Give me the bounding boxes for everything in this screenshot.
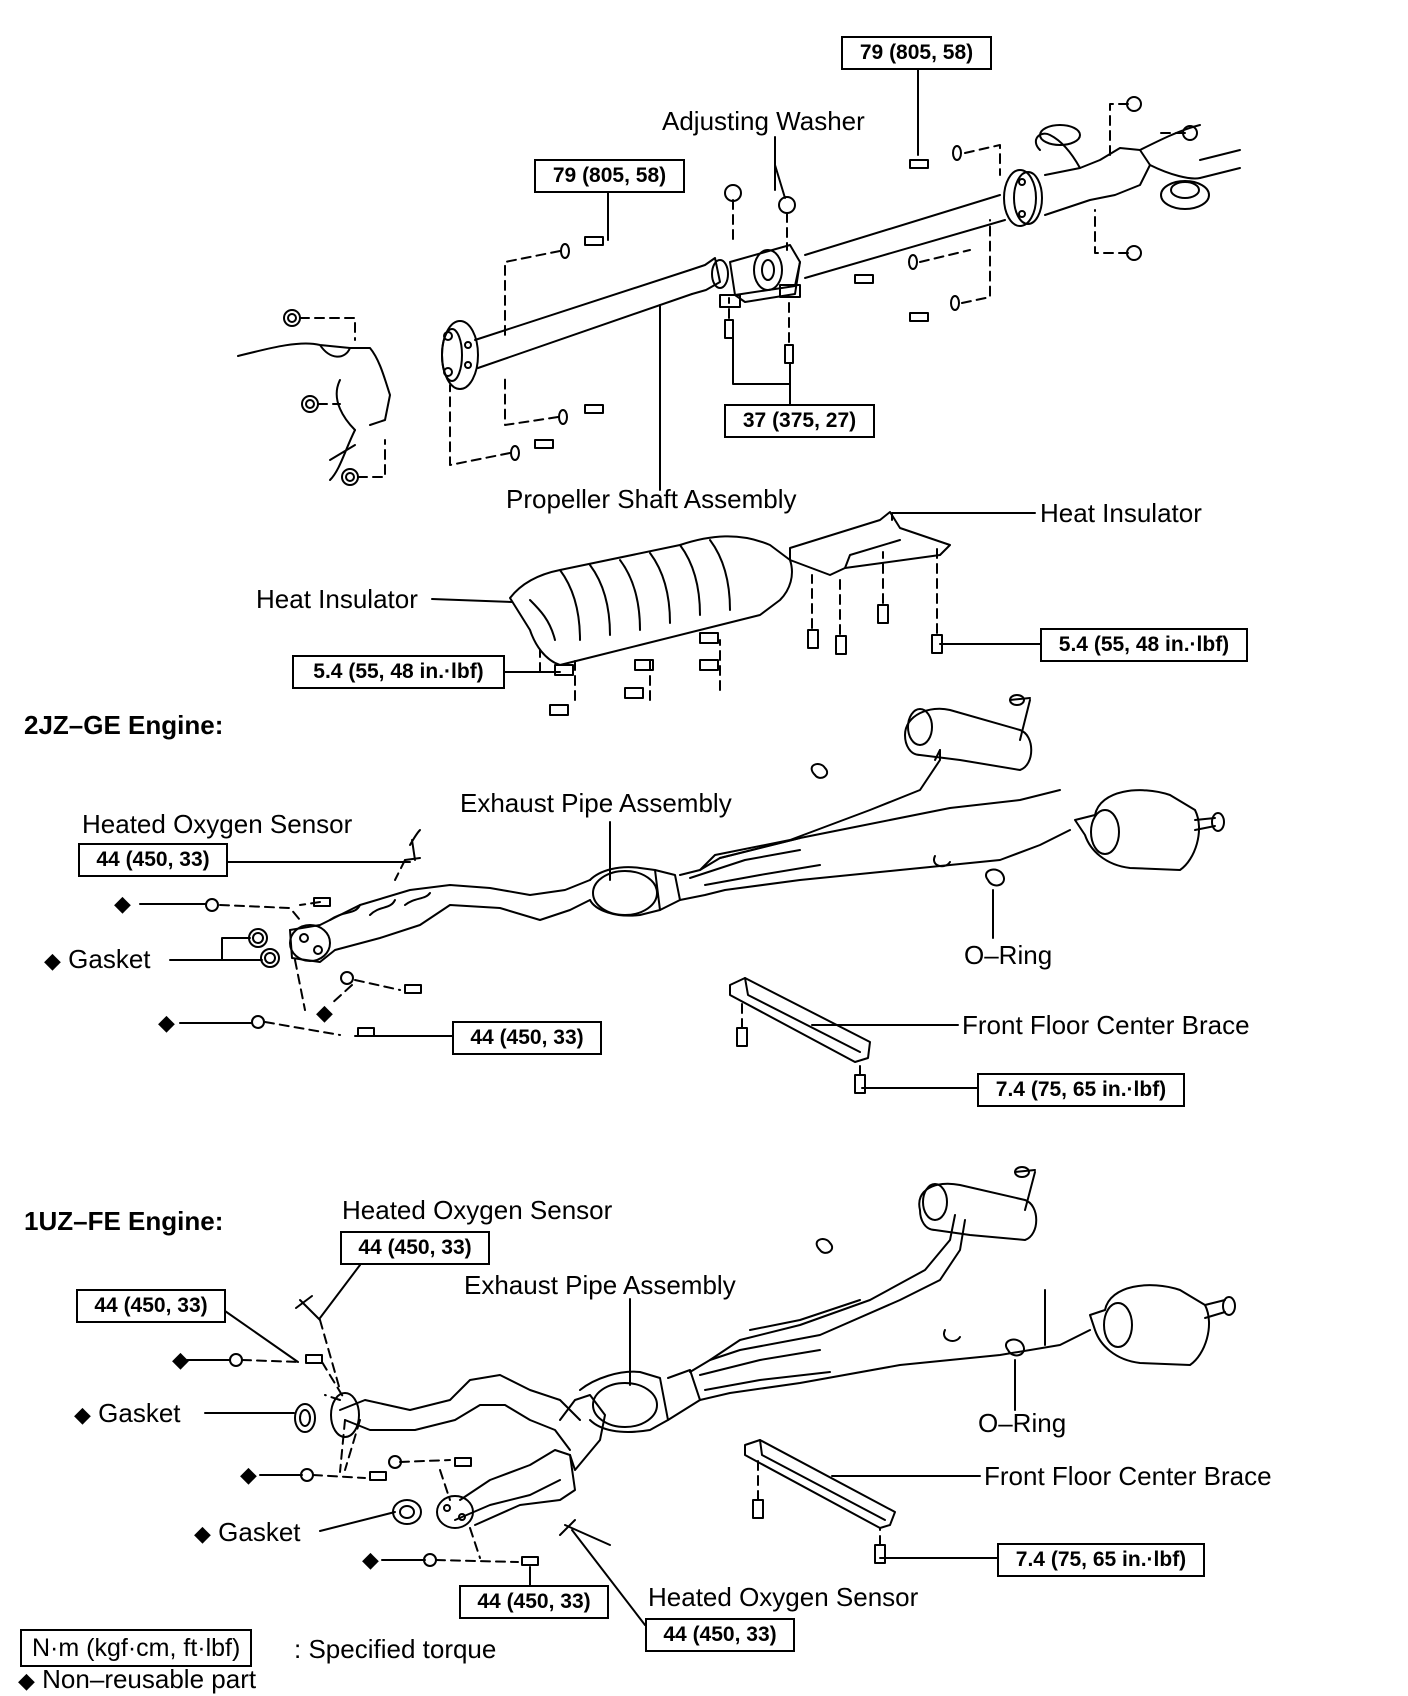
non-reusable-marker: ◆ — [18, 1668, 35, 1693]
header-1uz-fe: 1UZ–FE Engine: — [24, 1206, 224, 1236]
legend-torque-unit-box: N·m (kgf·cm, ft·lbf) — [20, 1629, 253, 1667]
propeller-shaft-drawing — [237, 124, 1241, 666]
label-heated-oxygen-sensor-2jz: Heated Oxygen Sensor — [82, 809, 353, 839]
exhaust-2jz-drawing — [205, 694, 1225, 1094]
legend-non-reusable: ◆ Non–reusable part — [18, 1664, 256, 1696]
leader-lines — [139, 68, 1041, 1626]
label-adjusting-washer: Adjusting Washer — [662, 106, 865, 136]
torque-box-flange-rear: 79 (805, 58) — [841, 36, 992, 70]
non-reusable-marker: ◆ — [362, 1547, 379, 1572]
gasket-text: Gasket — [68, 944, 151, 974]
label-front-floor-center-brace-2jz: Front Floor Center Brace — [962, 1010, 1250, 1040]
torque-box-sensor-2jz: 44 (450, 33) — [78, 843, 228, 877]
non-reusable-marker: ◆ — [172, 1347, 189, 1372]
label-heat-insulator-right: Heat Insulator — [1040, 498, 1202, 528]
dashed-lines-1uz — [241, 1319, 881, 1563]
non-reusable-marker: ◆ — [316, 1000, 333, 1025]
label-propeller-shaft: Propeller Shaft Assembly — [506, 484, 797, 514]
label-gasket-1uz-upper: ◆ Gasket — [74, 1398, 181, 1430]
label-o-ring-2jz: O–Ring — [964, 940, 1053, 970]
non-reusable-marker: ◆ — [158, 1010, 175, 1035]
torque-box-insulator-left: 5.4 (55, 48 in.·lbf) — [292, 655, 505, 689]
torque-box-center-bearing: 37 (375, 27) — [724, 404, 875, 438]
torque-box-flange-1uz-lower: 44 (450, 33) — [459, 1585, 609, 1619]
label-gasket-1uz-lower: ◆ Gasket — [194, 1517, 301, 1549]
legend-torque-description: : Specified torque — [294, 1634, 497, 1664]
exhaust-1uz-drawing — [229, 1166, 1236, 1567]
torque-box-brace-1uz: 7.4 (75, 65 in.·lbf) — [997, 1543, 1205, 1577]
gasket-text: Gasket — [218, 1517, 301, 1547]
non-reusable-marker: ◆ — [74, 1402, 91, 1427]
header-2jz-ge: 2JZ–GE Engine: — [24, 710, 224, 740]
label-heated-oxygen-sensor-1uz-top: Heated Oxygen Sensor — [342, 1195, 613, 1225]
label-gasket-2jz: ◆ Gasket — [44, 944, 151, 976]
torque-box-flange-2jz: 44 (450, 33) — [452, 1021, 602, 1055]
non-reusable-marker: ◆ — [240, 1462, 257, 1487]
label-heat-insulator-left: Heat Insulator — [256, 584, 418, 614]
label-heated-oxygen-sensor-1uz-bottom: Heated Oxygen Sensor — [648, 1582, 919, 1612]
torque-box-sensor-1uz-top: 44 (450, 33) — [340, 1231, 490, 1265]
non-reusable-text: Non–reusable part — [42, 1664, 257, 1694]
non-reusable-marker: ◆ — [194, 1521, 211, 1546]
torque-box-insulator-right: 5.4 (55, 48 in.·lbf) — [1040, 628, 1248, 662]
label-front-floor-center-brace-1uz: Front Floor Center Brace — [984, 1461, 1272, 1491]
torque-box-stud-1uz: 44 (450, 33) — [76, 1289, 226, 1323]
torque-box-flange-front: 79 (805, 58) — [534, 159, 685, 193]
torque-box-sensor-1uz-bottom: 44 (450, 33) — [645, 1618, 795, 1652]
dashed-lines-top — [299, 103, 1186, 701]
non-reusable-marker: ◆ — [44, 948, 61, 973]
label-exhaust-pipe-2jz: Exhaust Pipe Assembly — [460, 788, 732, 818]
torque-box-brace-2jz: 7.4 (75, 65 in.·lbf) — [977, 1073, 1185, 1107]
label-o-ring-1uz: O–Ring — [978, 1408, 1067, 1438]
non-reusable-marker: ◆ — [114, 891, 131, 916]
dashed-lines-2jz — [219, 859, 861, 1076]
label-exhaust-pipe-1uz: Exhaust Pipe Assembly — [464, 1270, 736, 1300]
gasket-text: Gasket — [98, 1398, 181, 1428]
